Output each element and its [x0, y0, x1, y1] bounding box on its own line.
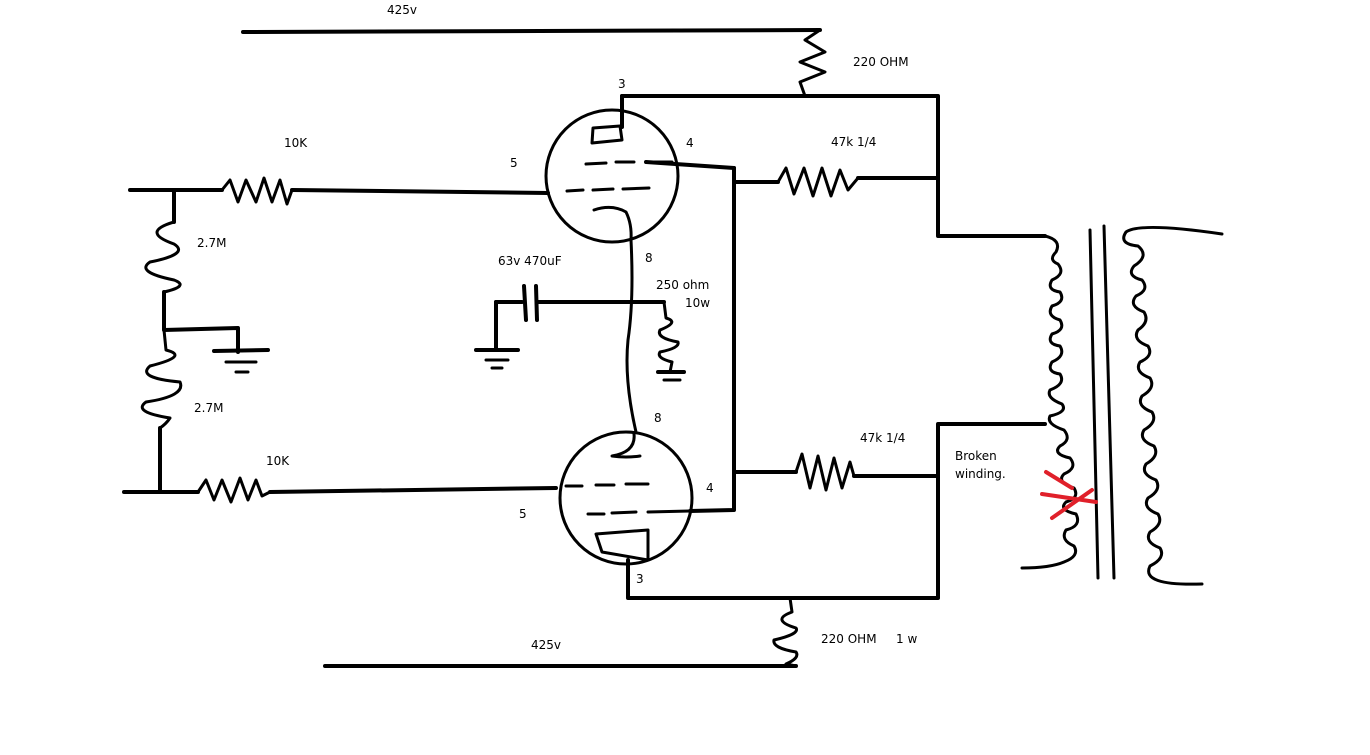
- label-pin8-top: 8: [645, 251, 653, 265]
- label-screen-res-bottom: 47k 1/4: [860, 431, 905, 445]
- transformer-primary: [1020, 234, 1080, 570]
- label-divider-top: 2.7M: [197, 236, 226, 250]
- cathode-resistor: [657, 300, 680, 374]
- grid-resistor-bottom: [196, 476, 272, 504]
- divider-resistor-top: [144, 220, 182, 294]
- cap-plate-left: [522, 284, 528, 322]
- tube-bottom-plate: [594, 528, 650, 562]
- label-cathode-res-power: 10w: [685, 296, 710, 310]
- ground-divider-bar: [212, 348, 270, 353]
- fault-mark-1: [1044, 470, 1074, 490]
- tube-top-plate: [590, 124, 624, 145]
- label-plate-res-top: 220 OHM: [853, 55, 909, 69]
- tube-top-control-grid: [565, 186, 651, 193]
- label-supply-top: 425v: [387, 3, 417, 17]
- label-pin3-bottom: 3: [636, 572, 644, 586]
- grid-wire-bottom: [268, 486, 558, 494]
- label-grid-res-bottom: 10K: [266, 454, 290, 468]
- label-grid-res-top: 10K: [284, 136, 308, 150]
- tube-top-cathode: [592, 205, 633, 242]
- transformer-core-2: [1102, 224, 1116, 580]
- label-plate-res-bottom-power: 1 w: [896, 632, 917, 646]
- transformer-secondary: [1122, 226, 1224, 586]
- tube-bottom-screen-grid: [586, 509, 692, 516]
- divider-resistor-bottom: [140, 328, 183, 430]
- fault-mark-3: [1050, 488, 1094, 520]
- label-supply-bottom: 425v: [531, 638, 561, 652]
- grid-resistor-top: [220, 176, 294, 206]
- label-plate-res-bottom: 220 OHM: [821, 632, 877, 646]
- plate-resistor-top: [798, 28, 827, 98]
- label-cap: 63v 470uF: [498, 254, 562, 268]
- label-pin4-top: 4: [686, 136, 694, 150]
- cathode-link: [625, 238, 638, 434]
- screen-resistor-bottom: [794, 452, 856, 492]
- label-cathode-res: 250 ohm: [656, 278, 709, 292]
- tube-top: [544, 108, 680, 244]
- grid-wire-top: [290, 188, 550, 195]
- label-pin5-bottom: 5: [519, 507, 527, 521]
- screen-resistor-top: [776, 166, 860, 198]
- label-broken-line2: winding.: [955, 467, 1006, 481]
- label-screen-res-top: 47k 1/4: [831, 135, 876, 149]
- divider-mid-wire: [162, 290, 240, 354]
- fault-mark-2: [1040, 492, 1098, 504]
- tube-bottom-cathode: [610, 432, 642, 459]
- label-broken-line1: Broken: [955, 449, 997, 463]
- supply-rail-top: [241, 28, 822, 34]
- screen-wire-bottom: [688, 470, 798, 513]
- label-pin4-bottom: 4: [706, 481, 714, 495]
- plate-wire-top: [620, 94, 1047, 238]
- label-pin8-bottom: 8: [654, 411, 662, 425]
- plate-wire-bottom: [626, 422, 1047, 600]
- label-divider-bottom: 2.7M: [194, 401, 223, 415]
- transformer-core-1: [1088, 228, 1100, 580]
- screen-wire-top: [644, 160, 736, 170]
- plate-resistor-bottom: [772, 596, 799, 668]
- tube-bottom-control-grid: [564, 482, 650, 488]
- label-pin3-top: 3: [618, 77, 626, 91]
- label-pin5-top: 5: [510, 156, 518, 170]
